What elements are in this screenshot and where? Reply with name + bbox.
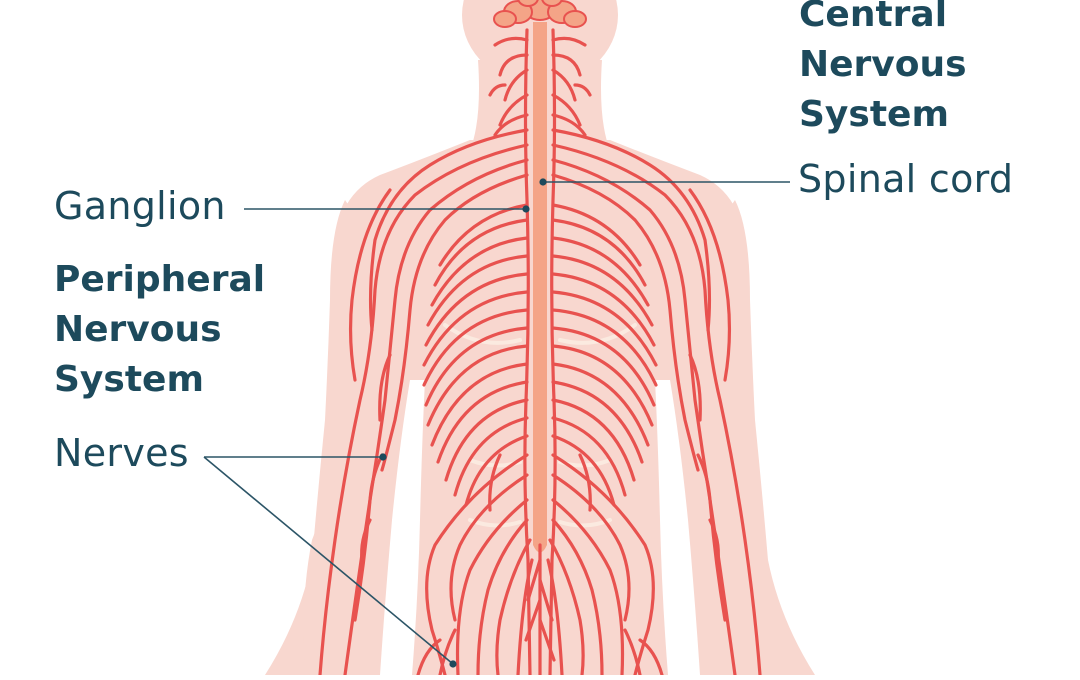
central-heading-line-2: Nervous bbox=[799, 44, 967, 85]
ganglion-marker bbox=[522, 205, 530, 213]
central-heading-line-3: System bbox=[799, 94, 949, 135]
leader-nerves-leg bbox=[203, 456, 454, 665]
leader-lines bbox=[203, 181, 790, 665]
leader-dots bbox=[379, 178, 547, 668]
peripheral-heading-line-1: Peripheral bbox=[54, 259, 266, 300]
peripheral-heading-line-3: System bbox=[54, 359, 204, 400]
nerves-arm-marker bbox=[379, 453, 387, 461]
spinal-cord bbox=[533, 22, 547, 553]
central-heading-line-1: Central bbox=[799, 0, 948, 35]
spinal-cord-label: Spinal cord bbox=[798, 157, 1014, 201]
nerves-label: Nerves bbox=[54, 431, 189, 475]
spinal-cord-marker bbox=[539, 178, 547, 186]
peripheral-heading-line-2: Nervous bbox=[54, 309, 222, 350]
nerves-leg-marker bbox=[449, 660, 457, 668]
brain bbox=[493, 0, 587, 28]
ganglion-label: Ganglion bbox=[54, 184, 226, 228]
nerves bbox=[318, 28, 762, 677]
central-nervous-system-heading: Central Nervous System bbox=[799, 0, 967, 140]
peripheral-nervous-system-heading: Peripheral Nervous System bbox=[54, 255, 265, 405]
